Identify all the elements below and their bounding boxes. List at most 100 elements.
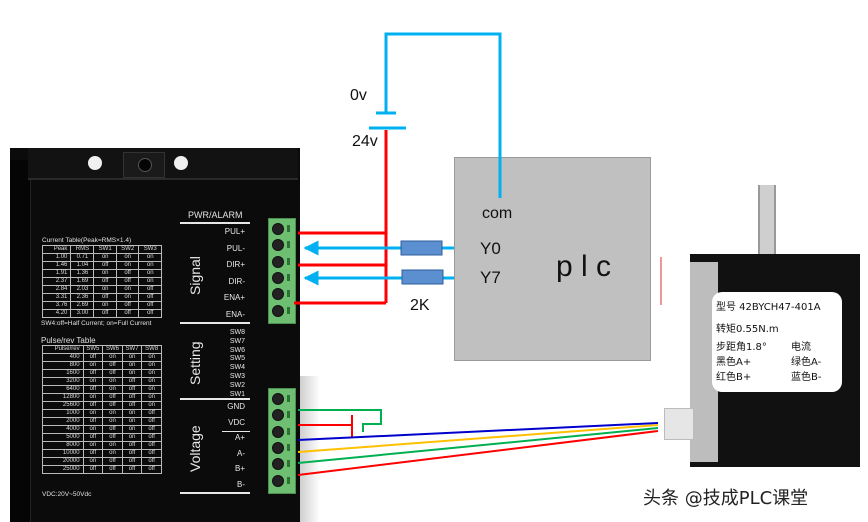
terminal-screw-icon <box>272 393 284 405</box>
pulse-table-caption: Pulse/rev Table <box>41 336 96 345</box>
motor-green-wire: 绿色A- <box>791 357 822 368</box>
terminal-slot <box>287 290 290 298</box>
terminal-slot <box>287 257 290 265</box>
terminal-screw-icon <box>272 474 284 487</box>
voltage-pin-label-gnd: GND <box>227 402 245 411</box>
dip-switch-label: SW7 <box>229 337 245 345</box>
potentiometer <box>123 152 165 178</box>
terminal-screw-icon <box>272 458 284 471</box>
signal-pin-label-pulminus: PUL- <box>226 243 245 253</box>
dip-switch-label: SW6 <box>229 346 245 354</box>
divider <box>180 322 250 324</box>
signal-pin-label-enaplus: ENA+ <box>223 293 245 302</box>
terminal-slot <box>287 427 290 435</box>
motor-black-wire: 黑色A+ <box>716 357 752 368</box>
terminal-screw-icon <box>272 223 284 235</box>
divider <box>180 222 250 224</box>
divider <box>180 398 250 400</box>
terminal-slot <box>287 395 290 402</box>
divider <box>180 492 250 494</box>
current-table-note: SW4:off=Half Current; on=Full Current <box>41 320 152 327</box>
terminal-screw-icon <box>272 255 284 268</box>
voltage-pin-label-aplus: A+ <box>234 433 245 442</box>
vdc-range-note: VDC:20V~50Vdc <box>42 491 92 498</box>
terminal-screw-icon <box>272 239 284 252</box>
indicator-led-icon <box>88 156 102 170</box>
signal-pin-label-enaminus: ENA- <box>225 309 245 319</box>
terminal-slot <box>287 225 290 232</box>
terminal-slot <box>287 411 290 419</box>
motor-model: 型号 42BYCH47-401A <box>716 302 821 313</box>
table-cell: off <box>138 309 162 318</box>
pot-knob-icon <box>138 158 152 172</box>
com-wire <box>384 32 502 198</box>
table-cell: 3.00 <box>70 309 95 318</box>
terminal-screw-icon <box>272 271 284 284</box>
terminal-slot <box>287 460 290 468</box>
plc-output-y0-label: Y0 <box>480 239 501 258</box>
resistor-y0 <box>400 240 443 256</box>
dip-switch-label: SW4 <box>229 364 245 372</box>
motor-cable-background <box>300 376 320 522</box>
plc-title: p l c <box>556 250 612 283</box>
24-volt-label: 24v <box>352 133 378 150</box>
divider <box>222 431 250 432</box>
pwr-alarm-label: PWR/ALARM <box>188 210 243 220</box>
watermark: 头条 @技成PLC课堂 <box>643 488 809 509</box>
motor-red-wire: 红色B+ <box>716 372 752 383</box>
table-cell: 4.20 <box>41 309 72 318</box>
motor-current: 电流 <box>791 342 811 353</box>
table-cell: off <box>141 465 162 474</box>
motor-wire-b-minus <box>297 430 659 476</box>
terminal-screw-icon <box>272 425 284 438</box>
dip-switch-label: SW8 <box>229 329 245 336</box>
motor-nameplate: 型号 42BYCH47-401A 转矩0.55N.m 步距角1.8° 电流 黑色… <box>712 292 842 392</box>
terminal-slot <box>287 241 290 249</box>
dip-switch-label: SW5 <box>229 355 245 363</box>
current-table-caption: Current Table(Peak=RMS×1.4) <box>42 237 132 244</box>
voltage-pin-label-vdc: VDC <box>228 417 245 427</box>
motor-shaft <box>758 185 776 255</box>
driver-top-panel <box>28 148 298 180</box>
terminal-screw-icon <box>272 304 284 317</box>
table-cell: 25000 <box>42 465 84 474</box>
terminal-slot <box>287 273 290 281</box>
motor-torque: 转矩0.55N.m <box>716 324 779 335</box>
plc-output-y7-label: Y7 <box>480 268 501 287</box>
motor-wire-b-plus <box>297 427 659 464</box>
motor-connector <box>664 408 694 440</box>
terminal-screw-icon <box>272 441 284 454</box>
terminal-slot <box>287 476 290 484</box>
dip-switch-label: SW1 <box>229 390 245 398</box>
indicator-led-icon <box>174 156 188 170</box>
voltage-pin-label-bplus: B+ <box>234 464 245 473</box>
gnd-wire <box>298 409 382 432</box>
motor-wire-a-plus <box>297 422 659 441</box>
zero-volt-label: 0v <box>350 87 367 104</box>
dip-switch-label: SW2 <box>229 381 245 389</box>
driver-mounting-rail <box>10 160 31 522</box>
resistor-y7 <box>401 269 444 285</box>
terminal-slot <box>287 306 290 314</box>
terminal-screw-icon <box>272 288 284 301</box>
terminal-slot <box>287 443 290 451</box>
plc-com-label: com <box>482 205 513 222</box>
terminal-screw-icon <box>272 409 284 422</box>
voltage-pin-label-aminus: A- <box>237 448 245 458</box>
motor-step-angle: 步距角1.8° <box>716 342 767 353</box>
dip-switch-label: SW3 <box>229 372 245 380</box>
resistor-value-label: 2K <box>410 297 430 314</box>
motor-blue-wire: 蓝色B- <box>791 372 822 383</box>
signal-pin-label-dirplus: DIR+ <box>226 260 245 269</box>
plc-box <box>454 157 651 361</box>
